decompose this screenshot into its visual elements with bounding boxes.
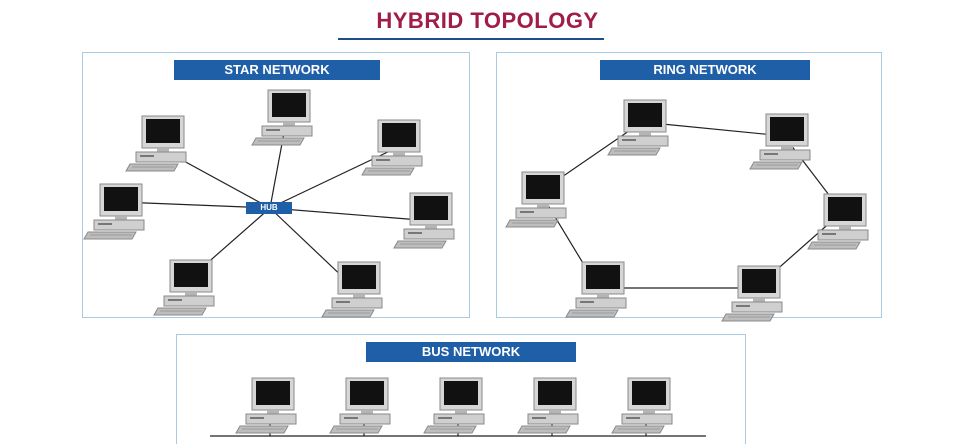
computer-icon bbox=[517, 377, 579, 434]
star-network-label: STAR NETWORK bbox=[174, 60, 380, 80]
computer-icon bbox=[251, 89, 313, 146]
computer-icon bbox=[807, 193, 869, 250]
computer-icon bbox=[565, 261, 627, 318]
computer-icon bbox=[83, 183, 145, 240]
ring-network-label: RING NETWORK bbox=[600, 60, 810, 80]
computer-icon bbox=[321, 261, 383, 318]
bus-network-label: BUS NETWORK bbox=[366, 342, 576, 362]
computer-icon bbox=[607, 99, 669, 156]
title-underline bbox=[338, 38, 604, 40]
computer-icon bbox=[361, 119, 423, 176]
computer-icon bbox=[505, 171, 567, 228]
computer-icon bbox=[125, 115, 187, 172]
hub-label: HUB bbox=[246, 202, 292, 214]
computer-icon bbox=[329, 377, 391, 434]
computer-icon bbox=[749, 113, 811, 170]
computer-icon bbox=[423, 377, 485, 434]
ring-network-panel bbox=[496, 52, 882, 318]
computer-icon bbox=[721, 265, 783, 322]
computer-icon bbox=[611, 377, 673, 434]
computer-icon bbox=[235, 377, 297, 434]
page-title: HYBRID TOPOLOGY bbox=[376, 8, 599, 33]
computer-icon bbox=[153, 259, 215, 316]
computer-icon bbox=[393, 192, 455, 249]
